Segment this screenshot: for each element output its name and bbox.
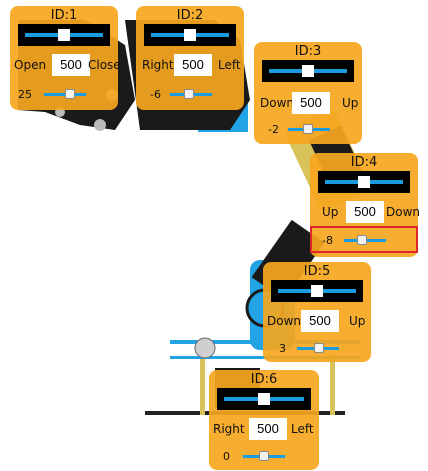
- position-value-input[interactable]: [292, 92, 330, 114]
- offset-value: 25: [18, 88, 32, 101]
- offset-value: 3: [279, 342, 286, 355]
- servo-panel-id5: ID:5 Down Up 3: [263, 262, 371, 362]
- base-pillar-right: [330, 355, 335, 415]
- offset-value: -6: [150, 88, 161, 101]
- servo-panel-id4: ID:4 Up Down -8: [310, 153, 421, 257]
- position-slider-thumb[interactable]: [311, 285, 323, 297]
- offset-value: 0: [223, 450, 230, 463]
- offset-slider-thumb[interactable]: [303, 124, 314, 134]
- servo-id-label: ID:2: [176, 8, 204, 23]
- offset-slider-thumb[interactable]: [65, 89, 76, 99]
- direction-left-label: Down: [267, 314, 302, 328]
- direction-left-label: Open: [14, 58, 47, 72]
- gripper-screw-2: [94, 119, 106, 131]
- position-slider[interactable]: [262, 60, 354, 82]
- offset-slider[interactable]: [170, 89, 212, 101]
- direction-right-label: Up: [349, 314, 366, 328]
- direction-right-label: Down: [386, 205, 421, 219]
- offset-slider-thumb[interactable]: [356, 235, 367, 245]
- offset-slider[interactable]: [44, 89, 86, 101]
- servo-panel-id2: ID:2 Right Left -6: [136, 6, 244, 110]
- offset-value: -8: [322, 234, 333, 247]
- base-bearing: [194, 337, 216, 359]
- position-value-input[interactable]: [301, 310, 339, 332]
- offset-slider-thumb[interactable]: [313, 343, 324, 353]
- position-slider-thumb[interactable]: [184, 29, 196, 41]
- position-slider-thumb[interactable]: [258, 393, 270, 405]
- direction-left-label: Right: [213, 422, 245, 436]
- position-slider[interactable]: [318, 171, 410, 193]
- direction-left-label: Down: [260, 96, 295, 110]
- position-slider-thumb[interactable]: [58, 29, 70, 41]
- position-slider[interactable]: [18, 24, 110, 46]
- position-value-input[interactable]: [249, 418, 287, 440]
- servo-id-label: ID:6: [250, 372, 278, 387]
- offset-slider[interactable]: [344, 235, 386, 247]
- offset-slider-thumb[interactable]: [183, 89, 194, 99]
- offset-selection-highlight: [310, 226, 418, 253]
- direction-left-label: Up: [322, 205, 339, 219]
- direction-right-label: Left: [291, 422, 314, 436]
- offset-slider[interactable]: [243, 451, 285, 463]
- servo-panel-id3: ID:3 Down Up -2: [254, 42, 362, 144]
- offset-slider-thumb[interactable]: [259, 451, 269, 461]
- base-pillar-left: [200, 355, 205, 415]
- servo-id-label: ID:3: [294, 44, 322, 59]
- offset-value: -2: [268, 123, 279, 136]
- servo-id-label: ID:5: [303, 264, 331, 279]
- position-slider-thumb[interactable]: [302, 65, 314, 77]
- servo-panel-id1: ID:1 Open Close 25: [10, 6, 121, 110]
- direction-left-label: Right: [142, 58, 174, 72]
- offset-slider[interactable]: [297, 343, 339, 355]
- position-slider[interactable]: [271, 280, 363, 302]
- direction-right-label: Up: [342, 96, 359, 110]
- position-value-input[interactable]: [52, 54, 90, 76]
- position-value-input[interactable]: [346, 201, 384, 223]
- servo-id-label: ID:1: [50, 8, 78, 23]
- position-slider[interactable]: [217, 388, 311, 410]
- offset-slider-track: [44, 93, 86, 96]
- offset-slider[interactable]: [288, 124, 330, 136]
- position-value-input[interactable]: [174, 54, 212, 76]
- position-slider-thumb[interactable]: [358, 176, 370, 188]
- servo-id-label: ID:4: [350, 155, 378, 170]
- servo-panel-id6: ID:6 Right Left 0: [209, 370, 319, 470]
- direction-right-label: Left: [218, 58, 241, 72]
- direction-right-label: Close: [88, 58, 121, 72]
- position-slider[interactable]: [144, 24, 236, 46]
